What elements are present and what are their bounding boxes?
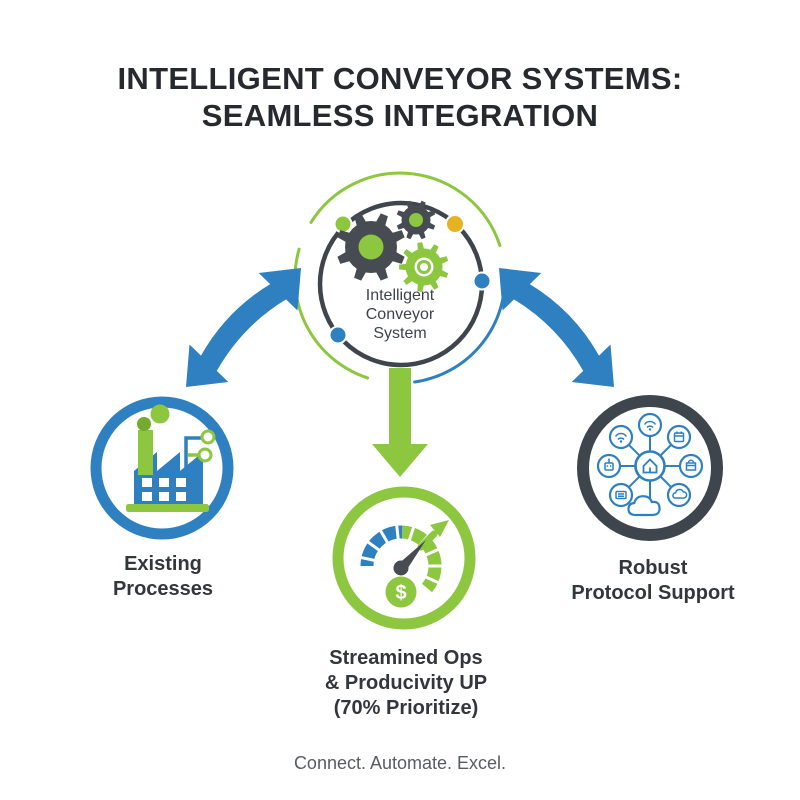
title-line-1: INTELLIGENT CONVEYOR SYSTEMS: [117,61,683,96]
factory-icon [126,404,216,512]
hub-label: Intelligent Conveyor System [365,287,435,342]
hub-dot-blue-right [472,271,492,291]
cloud-truck-icon [672,488,688,499]
arrow-down [372,368,428,477]
warehouse-icon [642,458,658,474]
server-icon [615,490,627,500]
hub-dot-yellow [445,214,465,234]
existing-processes-label: Existing Processes [112,553,214,600]
wifi-icon [614,432,628,443]
hub-dot-green [333,214,353,234]
existing-processes-circle [90,396,234,540]
dollar-badge [385,576,417,608]
streamlined-ops-label: Streamined Ops & Producivity UP (70% Pri… [324,647,488,719]
protocol-network-icon [596,412,704,517]
arrow-right-bidirectional [499,268,614,387]
gears-icon [337,200,449,292]
cloud-icon [627,495,661,517]
dollar-icon: $ [395,582,406,604]
robot-icon [604,458,614,471]
hub-dot-blue-left [328,325,348,345]
title-line-2: SEAMLESS INTEGRATION [201,98,599,133]
tagline: Connect. Automate. Excel. [293,753,507,773]
wifi-icon [643,420,657,431]
page-title: INTELLIGENT CONVEYOR SYSTEMS: SEAMLESS I… [20,60,780,134]
gauge-growth-dollar-icon: $ [357,520,449,608]
arrow-left-bidirectional [186,268,301,387]
calendar-icon [673,431,685,443]
protocol-support-label: Robust Protocol Support [571,557,735,604]
streamlined-ops-circle: $ [332,486,476,630]
basket-icon [685,459,697,471]
protocol-support-circle [577,395,723,541]
